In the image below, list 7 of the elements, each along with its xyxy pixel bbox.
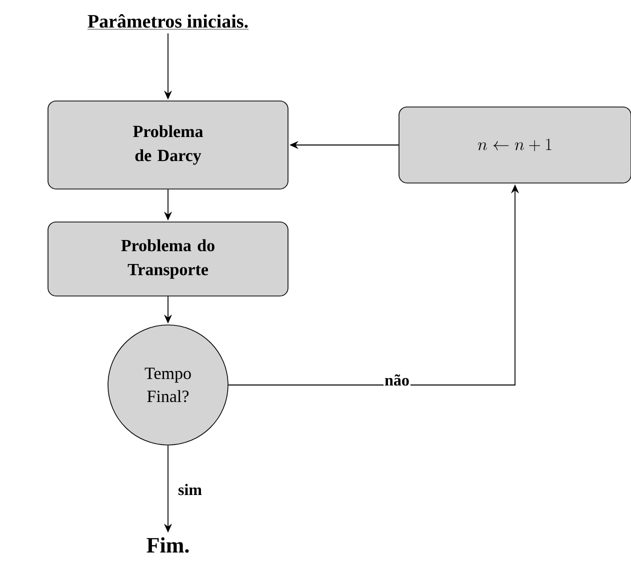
heading-text: Parâmetros iniciais. xyxy=(87,14,249,30)
process-box: Problema de Darcy xyxy=(48,100,288,190)
edge-label: não xyxy=(384,373,410,387)
process-box: Problema do Transporte xyxy=(48,222,288,296)
edge-label: sim xyxy=(177,482,203,496)
end-text: Fim. xyxy=(146,537,189,553)
process-box: $n \leftarrow n+1$ xyxy=(398,106,631,184)
